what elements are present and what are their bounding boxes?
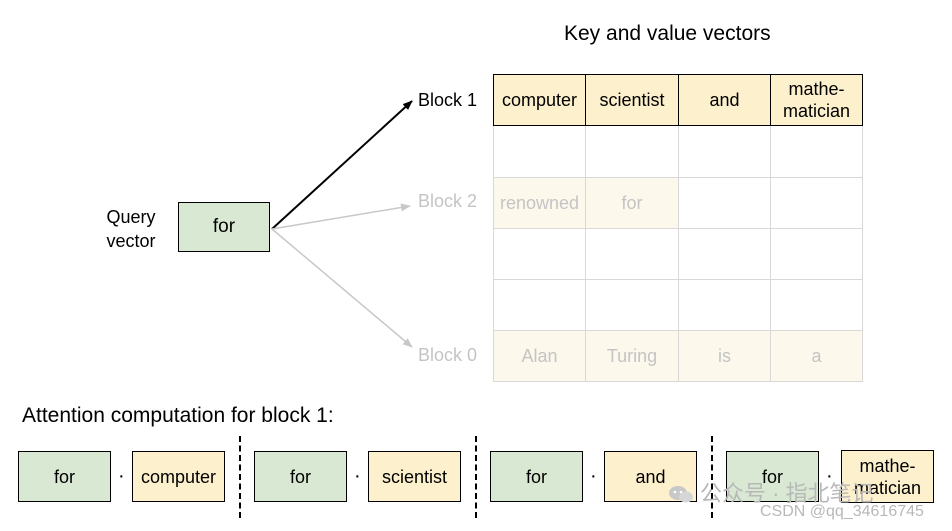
bottom-query-box: for [490, 451, 583, 502]
watermark-line1: 公众号 · 指北笔记 [700, 481, 874, 506]
empty-cache-cell [493, 125, 586, 178]
empty-cache-cell [770, 125, 863, 178]
dot-product-operator: · [118, 465, 125, 487]
empty-cache-cell [678, 125, 771, 178]
bottom-key-box: computer [132, 451, 225, 502]
block2-token-cell: for [585, 177, 679, 229]
csdn-watermark: CSDN @qq_34616745 [760, 503, 924, 520]
wechat-icon [668, 484, 694, 504]
attention-computation-title: Attention computation for block 1: [22, 404, 334, 427]
block1-token-cell: mathe- matician [770, 74, 863, 126]
empty-cache-cell [585, 279, 679, 331]
block2-token-cell: renowned [493, 177, 586, 229]
block-2-label: Block 2 [418, 191, 478, 211]
group-separator [711, 436, 713, 518]
block0-token-cell: is [678, 330, 771, 382]
key-value-vectors-title: Key and value vectors [564, 22, 771, 45]
empty-cache-cell [585, 228, 679, 280]
dot-product-operator: · [590, 465, 597, 487]
empty-cache-cell [678, 279, 771, 331]
empty-cache-cell [678, 228, 771, 280]
block0-token-cell: a [770, 330, 863, 382]
group-separator [239, 436, 241, 518]
query-label-line1: Query [106, 207, 156, 227]
empty-cache-cell [493, 228, 586, 280]
arrow-to-block-2 [271, 203, 411, 230]
bottom-query-box: for [254, 451, 347, 502]
dot-product-operator: · [354, 465, 361, 487]
bottom-key-box: scientist [368, 451, 461, 502]
query-vector-label: Query vector [96, 205, 166, 253]
block0-token-cell: Turing [585, 330, 679, 382]
empty-cache-cell [678, 177, 771, 229]
arrow-to-block-0 [271, 228, 413, 348]
block1-token-cell: scientist [585, 74, 679, 126]
block1-token-cell: and [678, 74, 771, 126]
dot-product-operator: · [826, 465, 833, 487]
query-label-line2: vector [106, 231, 156, 251]
group-separator [475, 436, 477, 518]
block1-token-cell: computer [493, 74, 586, 126]
wechat-watermark: 公众号 · 指北笔记 [668, 476, 874, 508]
bottom-key-box: mathe- matician [841, 450, 934, 503]
empty-cache-cell [585, 125, 679, 178]
empty-cache-cell [770, 177, 863, 229]
block-0-label: Block 0 [418, 345, 478, 365]
block-1-label: Block 1 [418, 90, 478, 110]
empty-cache-cell [770, 279, 863, 331]
empty-cache-cell [770, 228, 863, 280]
bottom-query-box: for [726, 451, 819, 502]
arrow-to-block-1 [271, 100, 413, 230]
bottom-query-box: for [18, 451, 111, 502]
query-token-box: for [178, 202, 270, 252]
block0-token-cell: Alan [493, 330, 586, 382]
empty-cache-cell [493, 279, 586, 331]
